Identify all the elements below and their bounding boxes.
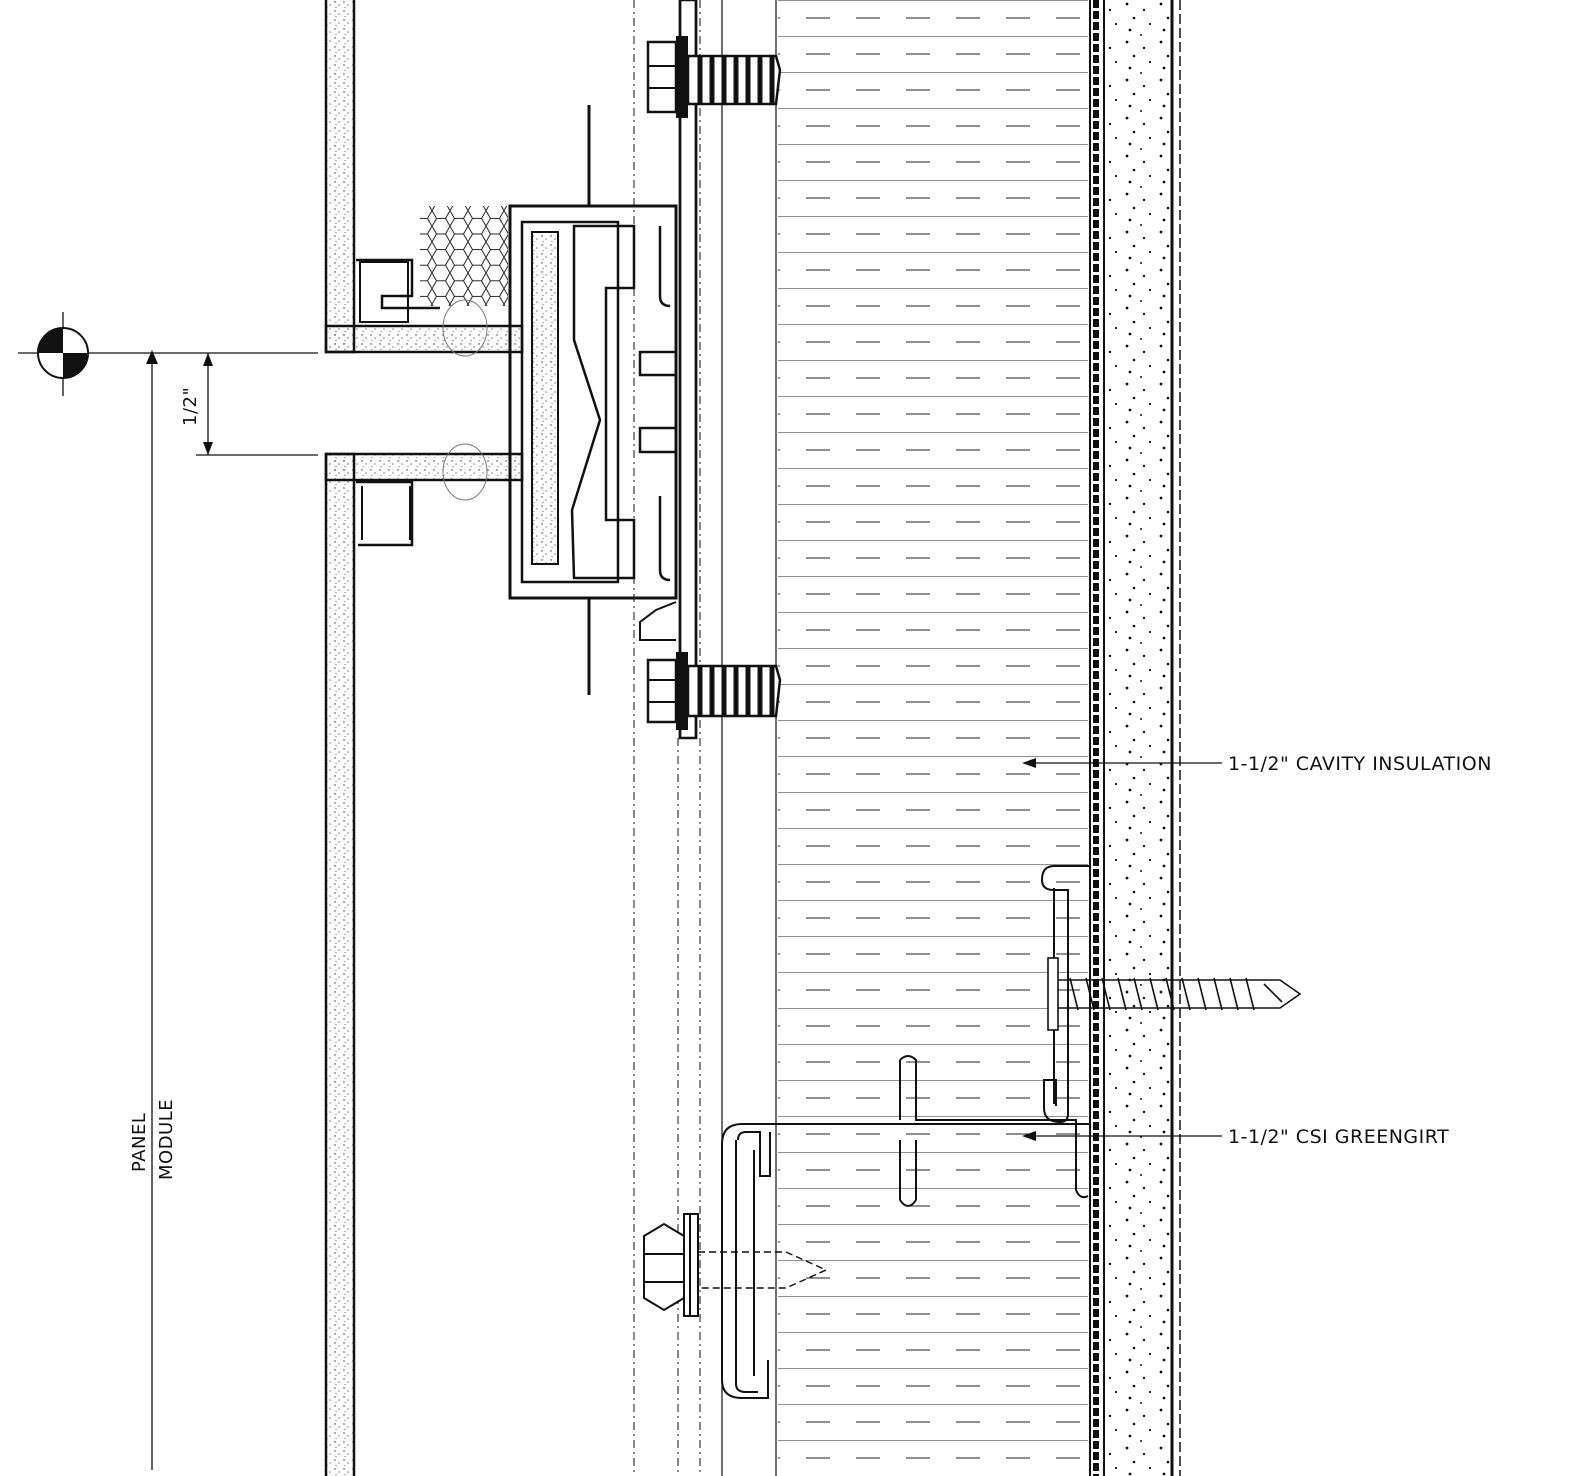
panel-module-label-line2: MODULE	[156, 1099, 177, 1180]
callout-insulation-leader	[1022, 758, 1222, 768]
greengirt	[721, 865, 1091, 1399]
callout-girt-label: 1-1/2" CSI GREENGIRT	[1228, 1126, 1449, 1148]
fastener-screw-icon	[646, 652, 782, 730]
upper-panel	[324, 0, 524, 354]
fastener-screw-icon	[646, 36, 782, 118]
gap-dimension-label: 1/2"	[180, 387, 201, 426]
lower-panel	[324, 299, 524, 1476]
callout-girt-leader	[1022, 1131, 1222, 1141]
self-drilling-screw-icon	[1047, 957, 1302, 1031]
panel-module-dimension	[146, 350, 158, 1470]
hex-bolt-icon	[643, 1213, 828, 1317]
joint-extrusion	[508, 105, 678, 695]
subframe-lines	[633, 0, 777, 1476]
gap-dimension	[196, 353, 318, 456]
cavity-insulation	[778, 0, 1088, 1476]
section-marker-icon	[18, 312, 318, 396]
callout-insulation-label: 1-1/2" CAVITY INSULATION	[1228, 753, 1492, 775]
sheathing-layers	[1089, 0, 1181, 1476]
panel-module-label-line1: PANEL	[129, 1113, 150, 1172]
